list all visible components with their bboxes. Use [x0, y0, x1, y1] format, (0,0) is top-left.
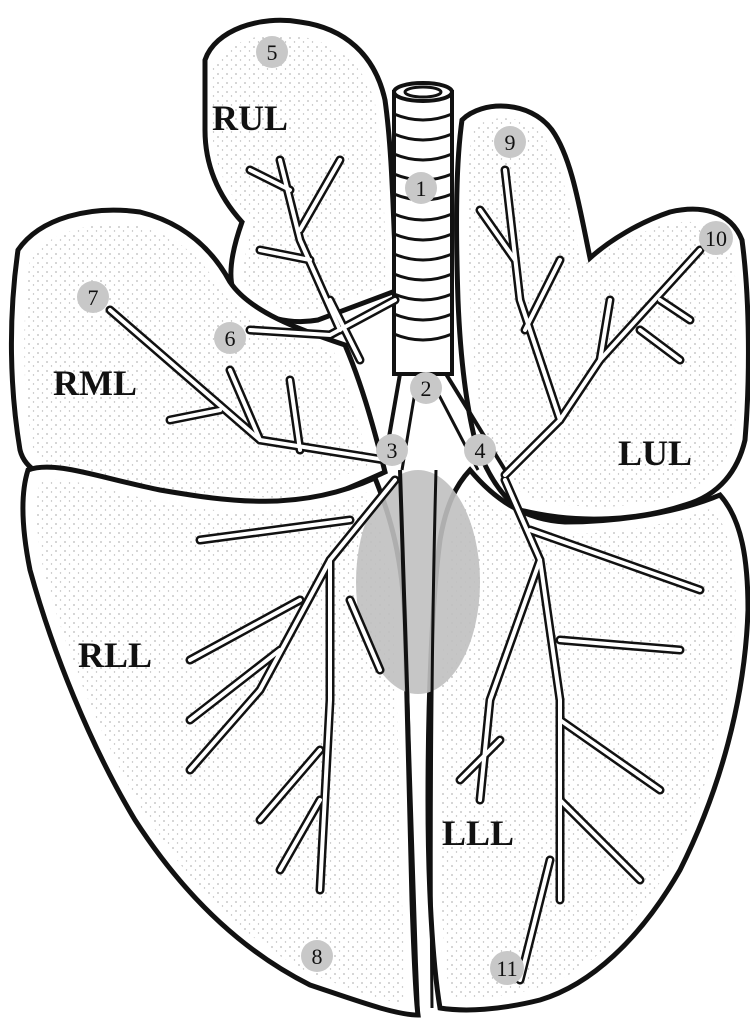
marker-10: 10 [699, 221, 733, 255]
marker-10-label: 10 [705, 226, 727, 251]
marker-5-label: 5 [267, 40, 278, 65]
marker-7: 7 [77, 281, 109, 313]
marker-3-label: 3 [387, 438, 398, 463]
marker-4: 4 [464, 434, 496, 466]
marker-3: 3 [376, 434, 408, 466]
marker-4-label: 4 [475, 438, 486, 463]
marker-1: 1 [405, 172, 437, 204]
lobe-rul [205, 20, 398, 321]
marker-2-label: 2 [421, 376, 432, 401]
marker-7-label: 7 [88, 285, 99, 310]
lobe-label-lul: LUL [618, 433, 692, 473]
marker-2: 2 [410, 372, 442, 404]
marker-9-label: 9 [505, 130, 516, 155]
lobe-lul [457, 106, 749, 519]
lobe-label-rll: RLL [78, 635, 152, 675]
lobe-label-rul: RUL [212, 98, 288, 138]
marker-8: 8 [301, 940, 333, 972]
marker-9: 9 [494, 126, 526, 158]
marker-11: 11 [490, 951, 524, 985]
marker-11-label: 11 [496, 956, 517, 981]
lobe-label-lll: LLL [442, 813, 514, 853]
lobe-label-rml: RML [53, 363, 137, 403]
marker-8-label: 8 [312, 944, 323, 969]
marker-6: 6 [214, 322, 246, 354]
marker-5: 5 [256, 36, 288, 68]
marker-1-label: 1 [416, 176, 427, 201]
marker-6-label: 6 [225, 326, 236, 351]
